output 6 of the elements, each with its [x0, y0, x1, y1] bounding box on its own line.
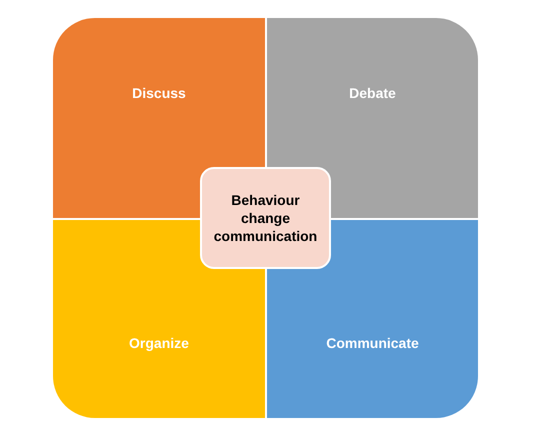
node-label: Discuss — [131, 84, 187, 102]
center-box — [200, 167, 331, 269]
node-label: Organize — [128, 334, 190, 352]
node-label: Debate — [348, 84, 397, 102]
node-label: Behaviour change communication — [212, 191, 318, 245]
node-label: Communicate — [325, 334, 420, 352]
